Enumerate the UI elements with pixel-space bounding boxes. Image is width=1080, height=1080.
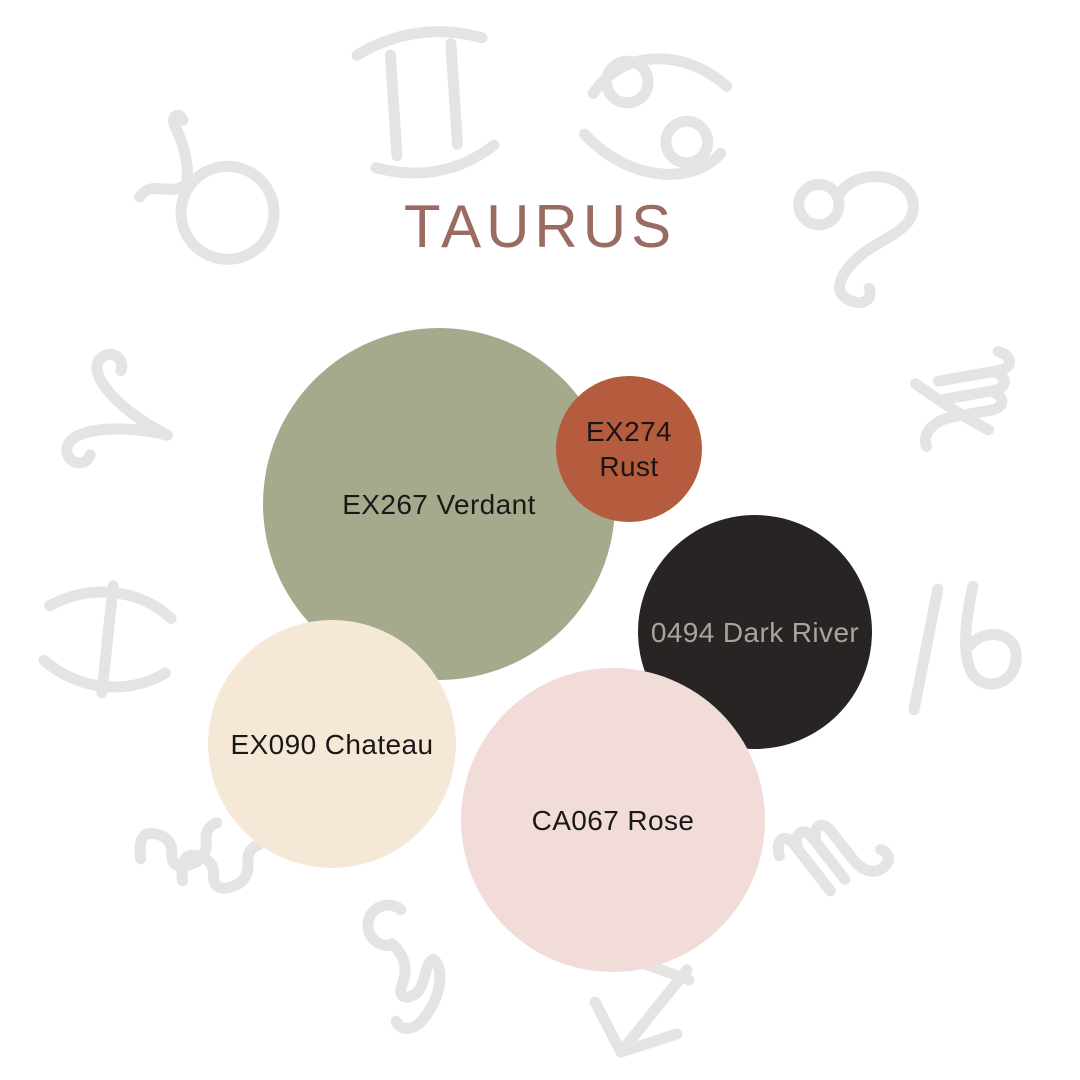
gemini-symbol xyxy=(351,26,500,179)
libra-symbol xyxy=(908,580,1022,716)
page-title: TAURUS xyxy=(403,193,677,260)
swatch-label: EX090 Chateau xyxy=(230,728,434,760)
aquarius-symbol xyxy=(134,785,270,921)
swatch-label: CA067 Rose xyxy=(531,804,695,836)
swatch-ca067-rose: CA067 Rose xyxy=(461,668,765,972)
virgo-symbol xyxy=(910,345,1015,453)
swatch-ex090-chateau: EX090 Chateau xyxy=(208,620,456,868)
swatch-label: EX267 Verdant xyxy=(342,488,536,520)
scorpio-symbol xyxy=(772,819,894,897)
capricorn-symbol xyxy=(362,899,446,1034)
pisces-symbol xyxy=(38,580,177,699)
swatch-ex274-rust: EX274 Rust xyxy=(556,376,702,522)
taurus-symbol xyxy=(134,109,280,265)
swatch-label: EX274 Rust xyxy=(585,416,673,482)
aries-symbol xyxy=(61,348,173,469)
sagittarius-symbol xyxy=(589,958,695,1058)
leo-symbol xyxy=(793,171,919,308)
cancer-symbol xyxy=(578,53,733,180)
swatch-label: 0494 Dark River xyxy=(650,616,860,648)
